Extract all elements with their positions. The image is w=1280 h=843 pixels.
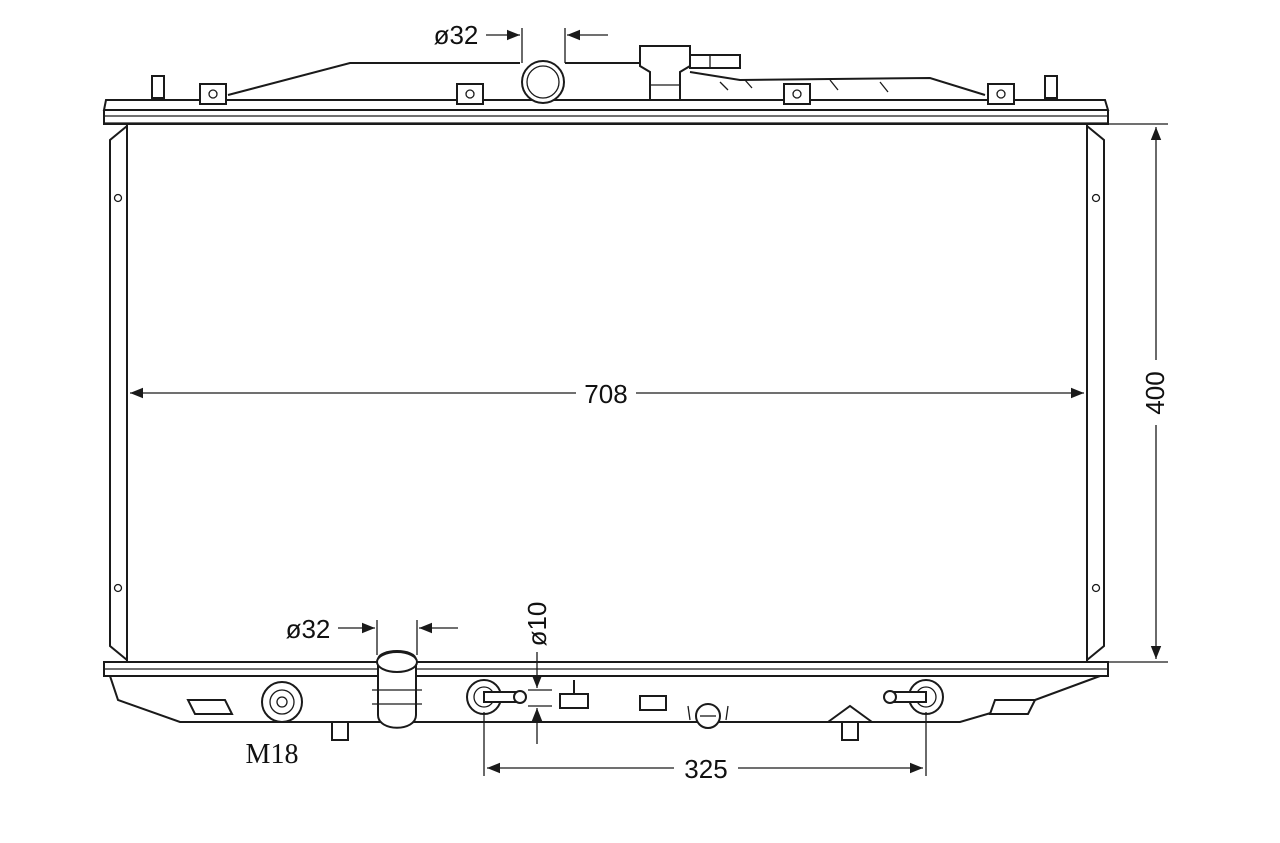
dimension-mount-spacing-label: 325 (684, 754, 727, 784)
dimension-height: 400 (1100, 123, 1170, 663)
thread-label: M18 (246, 739, 299, 770)
dimension-bottom-outlet: ø32 (286, 614, 458, 655)
dimension-drain-label: ø10 (522, 602, 552, 647)
filler-neck (639, 45, 741, 101)
top-inlet-pipe (521, 60, 565, 104)
oil-cooler-fittings (466, 679, 944, 715)
dimension-width-label: 708 (584, 379, 627, 409)
dimension-bottom-outlet-label: ø32 (286, 614, 331, 644)
dimension-mount-spacing: 325 (483, 712, 927, 784)
bottom-outlet-pipe (372, 650, 422, 729)
dimension-top-inlet: ø32 (434, 20, 608, 63)
top-tank (102, 62, 1110, 125)
bottom-tank (103, 661, 1109, 741)
dimension-height-label: 400 (1140, 371, 1170, 414)
dimension-drain: ø10 (522, 602, 552, 744)
radiator-core (109, 124, 1105, 662)
dimension-width: 708 (130, 379, 1084, 409)
dimension-top-inlet-label: ø32 (434, 20, 479, 50)
